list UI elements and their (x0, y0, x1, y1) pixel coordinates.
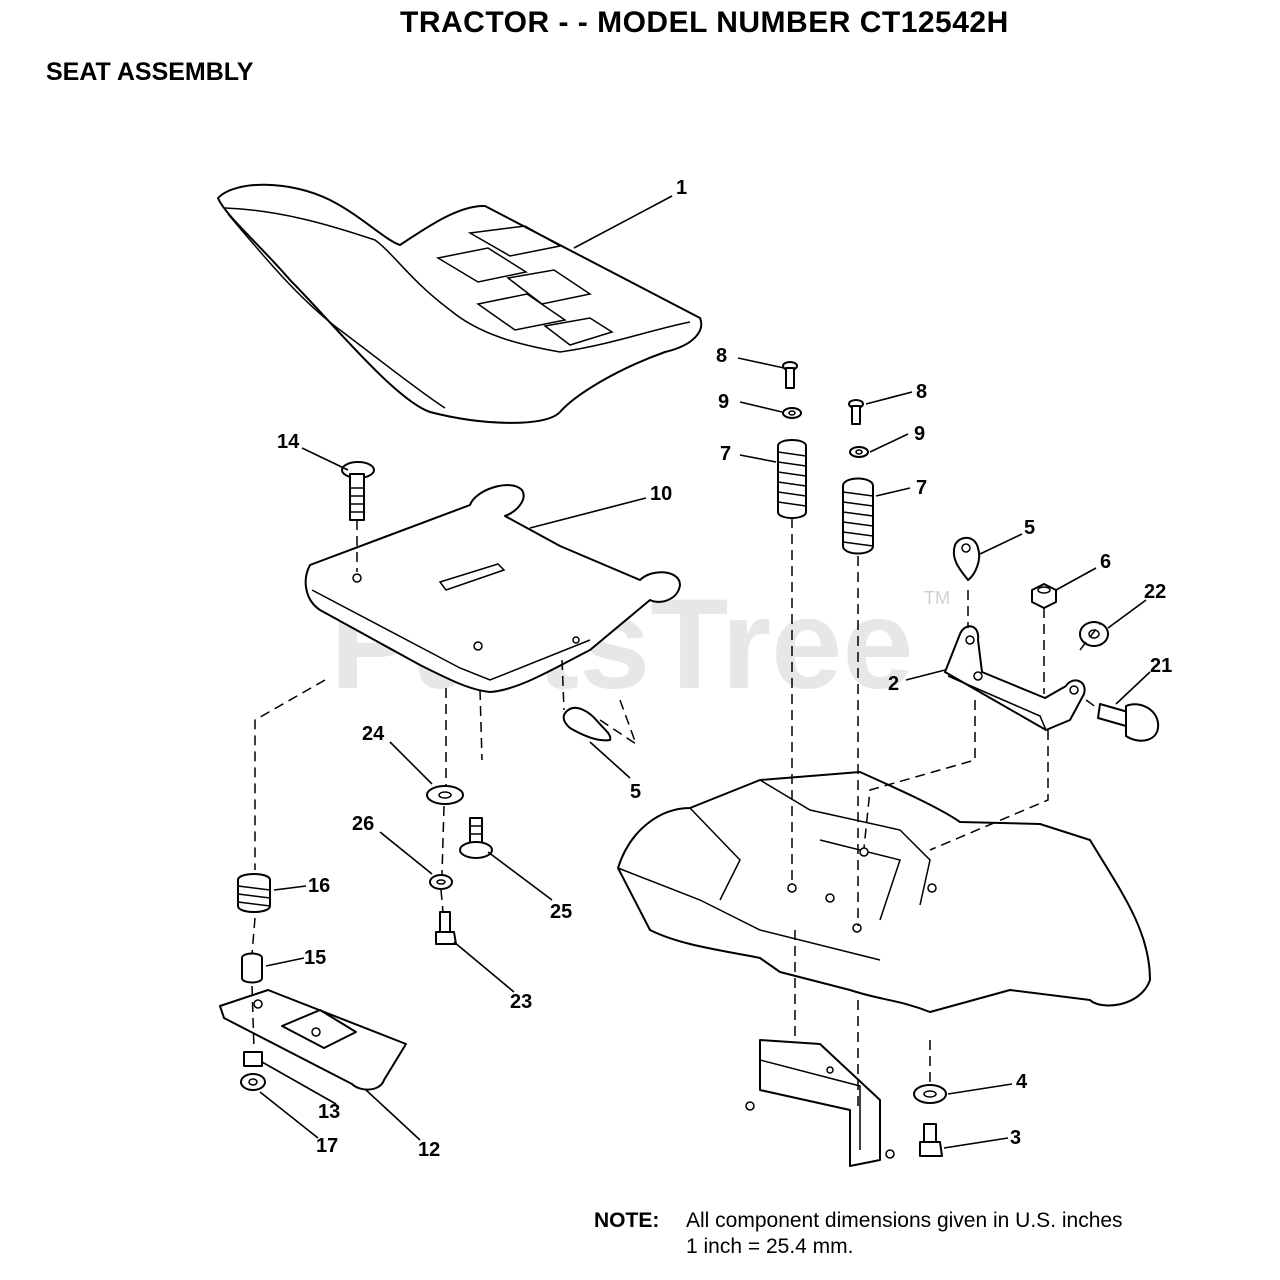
nut-washer-bottom (240, 1051, 266, 1091)
seat-part (217, 183, 703, 424)
leader-lines (259, 195, 1151, 1149)
callout-labels: 1 14 10 8 9 7 8 9 7 5 6 22 2 21 24 5 26 … (277, 177, 1172, 1161)
flange-nut-part (1079, 621, 1109, 647)
callout-17: 17 (316, 1135, 338, 1157)
bracket-part (944, 625, 1086, 731)
tractor-frame (617, 771, 1151, 1167)
clip-part-lower (562, 706, 612, 742)
callout-15: 15 (304, 947, 326, 969)
callout-14: 14 (277, 431, 300, 453)
shoulder-bolt-part (1097, 703, 1160, 742)
callout-5-lower: 5 (630, 781, 641, 803)
callout-4: 4 (1016, 1071, 1028, 1093)
callout-6: 6 (1100, 551, 1111, 573)
callout-9-right: 9 (914, 423, 925, 445)
callout-25: 25 (550, 901, 572, 923)
dimension-note: NOTE: All component dimensions given in … (594, 1208, 1123, 1260)
carriage-bolt-part (341, 461, 375, 521)
callout-13: 13 (318, 1101, 340, 1123)
callout-8-left: 8 (716, 345, 727, 367)
callout-26: 26 (352, 813, 374, 835)
callout-7-right: 7 (916, 477, 927, 499)
note-line-1: All component dimensions given in U.S. i… (686, 1209, 1123, 1232)
callout-9-left: 9 (718, 391, 729, 413)
bolt-washer-spring-right (842, 399, 874, 555)
bolt-washer-spring-left (777, 361, 807, 519)
assembly-lines (251, 518, 1101, 1110)
note-text: All component dimensions given in U.S. i… (686, 1208, 1123, 1260)
callout-23: 23 (510, 991, 532, 1013)
callout-12: 12 (418, 1139, 440, 1161)
spring-part (237, 873, 271, 913)
callout-3: 3 (1010, 1127, 1021, 1149)
callout-22: 22 (1144, 581, 1166, 603)
callout-2: 2 (888, 673, 899, 695)
flange-bolt-part (459, 817, 493, 859)
washer-bolt-frame (913, 1084, 947, 1157)
note-line-2: 1 inch = 25.4 mm. (686, 1235, 854, 1258)
callout-5-upper: 5 (1024, 517, 1035, 539)
seat-plate-part (304, 484, 681, 693)
note-label: NOTE: (594, 1209, 660, 1232)
washer-part (426, 785, 464, 805)
callout-1: 1 (676, 177, 687, 199)
section-title: SEAT ASSEMBLY (46, 58, 254, 86)
callout-24: 24 (362, 723, 385, 745)
nut-part (1031, 583, 1057, 609)
callout-8-right: 8 (916, 381, 927, 403)
page-title: TRACTOR - - MODEL NUMBER CT12542H (400, 6, 1009, 39)
callout-16: 16 (308, 875, 330, 897)
clip-part-upper (952, 536, 981, 581)
watermark-tm: TM (924, 588, 950, 608)
spacer-part (241, 952, 263, 984)
callout-10: 10 (650, 483, 672, 505)
callout-21: 21 (1150, 655, 1172, 677)
callout-7-left: 7 (720, 443, 731, 465)
pivot-bracket-part (219, 989, 407, 1091)
hex-bolt-part (435, 911, 457, 945)
lock-washer-part (429, 874, 453, 890)
